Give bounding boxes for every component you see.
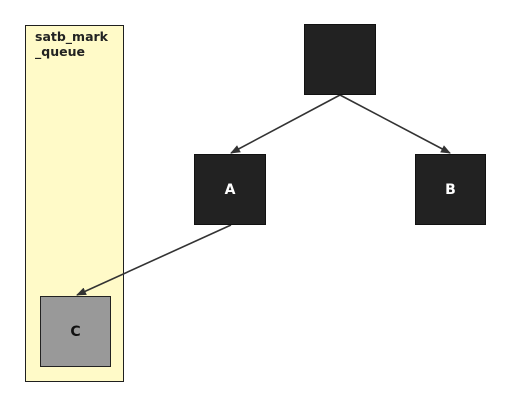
node-c-queued: C xyxy=(40,296,111,367)
edge-a-to-c xyxy=(76,224,232,296)
node-a: A xyxy=(194,154,266,225)
root-node xyxy=(304,24,376,95)
edge-root-to-b xyxy=(339,94,451,154)
queue-label: satb_mark _queue xyxy=(35,29,108,59)
node-b: B xyxy=(415,154,486,225)
edge-root-to-a xyxy=(230,94,341,154)
